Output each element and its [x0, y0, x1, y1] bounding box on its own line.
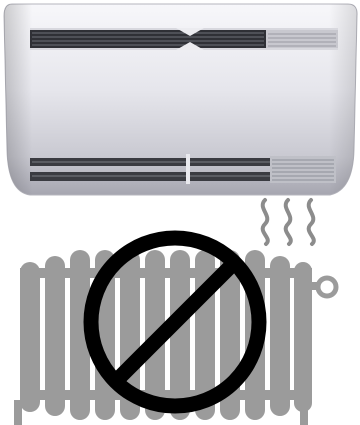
top-vent-grille	[30, 28, 338, 50]
heat-waves-icon	[263, 200, 314, 244]
wall-heater-unit	[4, 4, 357, 195]
